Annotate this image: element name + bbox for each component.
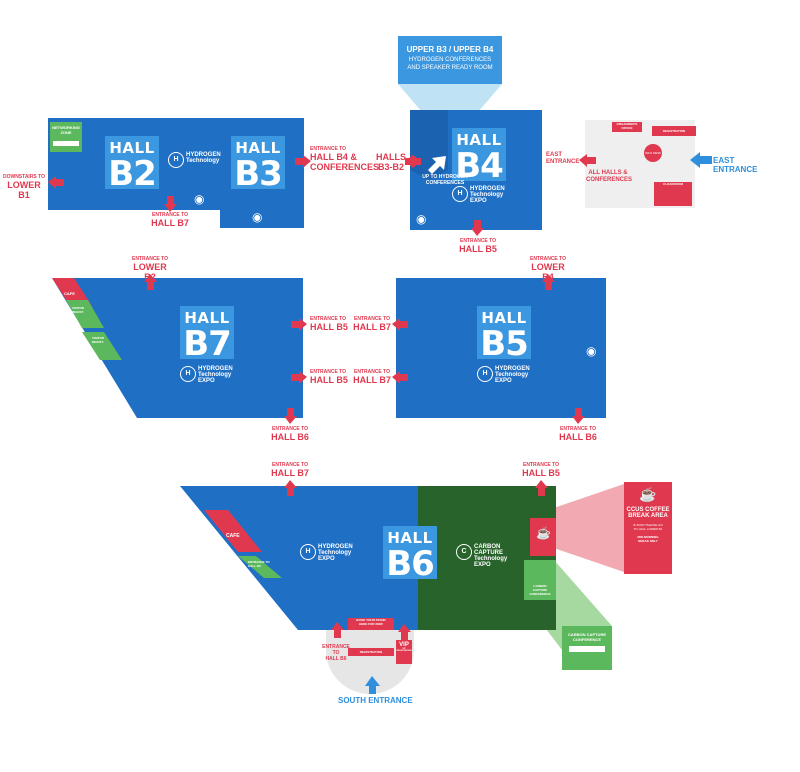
arrow-to-b4 xyxy=(295,155,311,168)
registration-south: REGISTRATION xyxy=(348,648,394,656)
arrow-lower-b2 xyxy=(144,274,157,290)
callout-line2: HYDROGEN CONFERENCES xyxy=(408,57,492,63)
networking-zone: NETWORKING ZONE xyxy=(50,122,82,152)
sponsor-logo xyxy=(53,141,79,146)
networking-line1: NETWORKING xyxy=(52,125,80,130)
b6-side-tag: ENTRANCE TO HALL B6 xyxy=(248,560,270,568)
arrow-b5-from-b4 xyxy=(471,220,484,236)
ccus-beam xyxy=(542,484,624,572)
callout-beam xyxy=(398,84,502,112)
cloakroom: CLOAKROOM xyxy=(654,182,692,206)
b7-cafe: CAFE xyxy=(64,291,75,296)
arrow-east-inner xyxy=(579,154,596,167)
registration-box: REGISTRATION xyxy=(652,126,696,136)
dining-icon: ◉ xyxy=(416,212,427,226)
hall-b6-label: HALL B6 xyxy=(383,526,437,582)
east-entrance-label[interactable]: EAST ENTRANCE xyxy=(713,156,758,174)
ccus-area-floor xyxy=(418,486,556,630)
ccus-coffee-box xyxy=(624,482,672,574)
info-circle: INFO DESK xyxy=(644,144,662,162)
hall-b2-label: HALL B2 xyxy=(105,136,159,192)
conference-callout: UPPER B3 / UPPER B4 HYDROGEN CONFERENCES… xyxy=(398,36,502,84)
coffee-cup-icon: ☕ xyxy=(639,486,657,502)
organiser-office: ORGANISER'S OFFICE xyxy=(612,122,642,132)
b6-cafe: CAFE xyxy=(226,533,240,539)
dining-icon: ◉ xyxy=(586,344,597,358)
arrow-east-entrance xyxy=(690,152,712,168)
hall-b4-label: HALL B4 xyxy=(452,128,506,184)
arrow-b7-from-b2 xyxy=(164,196,177,212)
hall-b7-floor xyxy=(52,278,303,418)
arrow-lower-b1 xyxy=(48,176,64,189)
up-arrow-icon xyxy=(428,156,446,174)
ccus-coffee-text: ☕ CCUS COFFEE BREAK AREA IF BUSY PLEASE … xyxy=(624,482,672,543)
ccus-cup-small: ☕ xyxy=(536,526,551,540)
arrow-lower-b4 xyxy=(542,274,555,290)
dining-icon: ◉ xyxy=(252,210,263,224)
callout-line1: UPPER B3 / UPPER B4 xyxy=(406,45,494,54)
south-entrance-area xyxy=(326,628,414,694)
vip-box: VIP VIP REGISTRATION xyxy=(396,640,412,664)
sponsor-logo xyxy=(569,646,605,652)
hall-b5-label: HALL B5 xyxy=(477,306,531,362)
arrow-south-entrance xyxy=(365,676,380,694)
dining-icon: ◉ xyxy=(194,192,205,206)
callout-line3: AND SPEAKER READY ROOM xyxy=(407,65,493,71)
hall-b3-label: HALL B3 xyxy=(231,136,285,192)
networking-line2: ZONE xyxy=(60,130,72,135)
south-entrance-label[interactable]: SOUTH ENTRANCE xyxy=(338,696,413,705)
hall-b7-label: HALL B7 xyxy=(180,306,234,362)
label-all-halls: ALL HALLS &CONFERENCES xyxy=(586,170,633,183)
